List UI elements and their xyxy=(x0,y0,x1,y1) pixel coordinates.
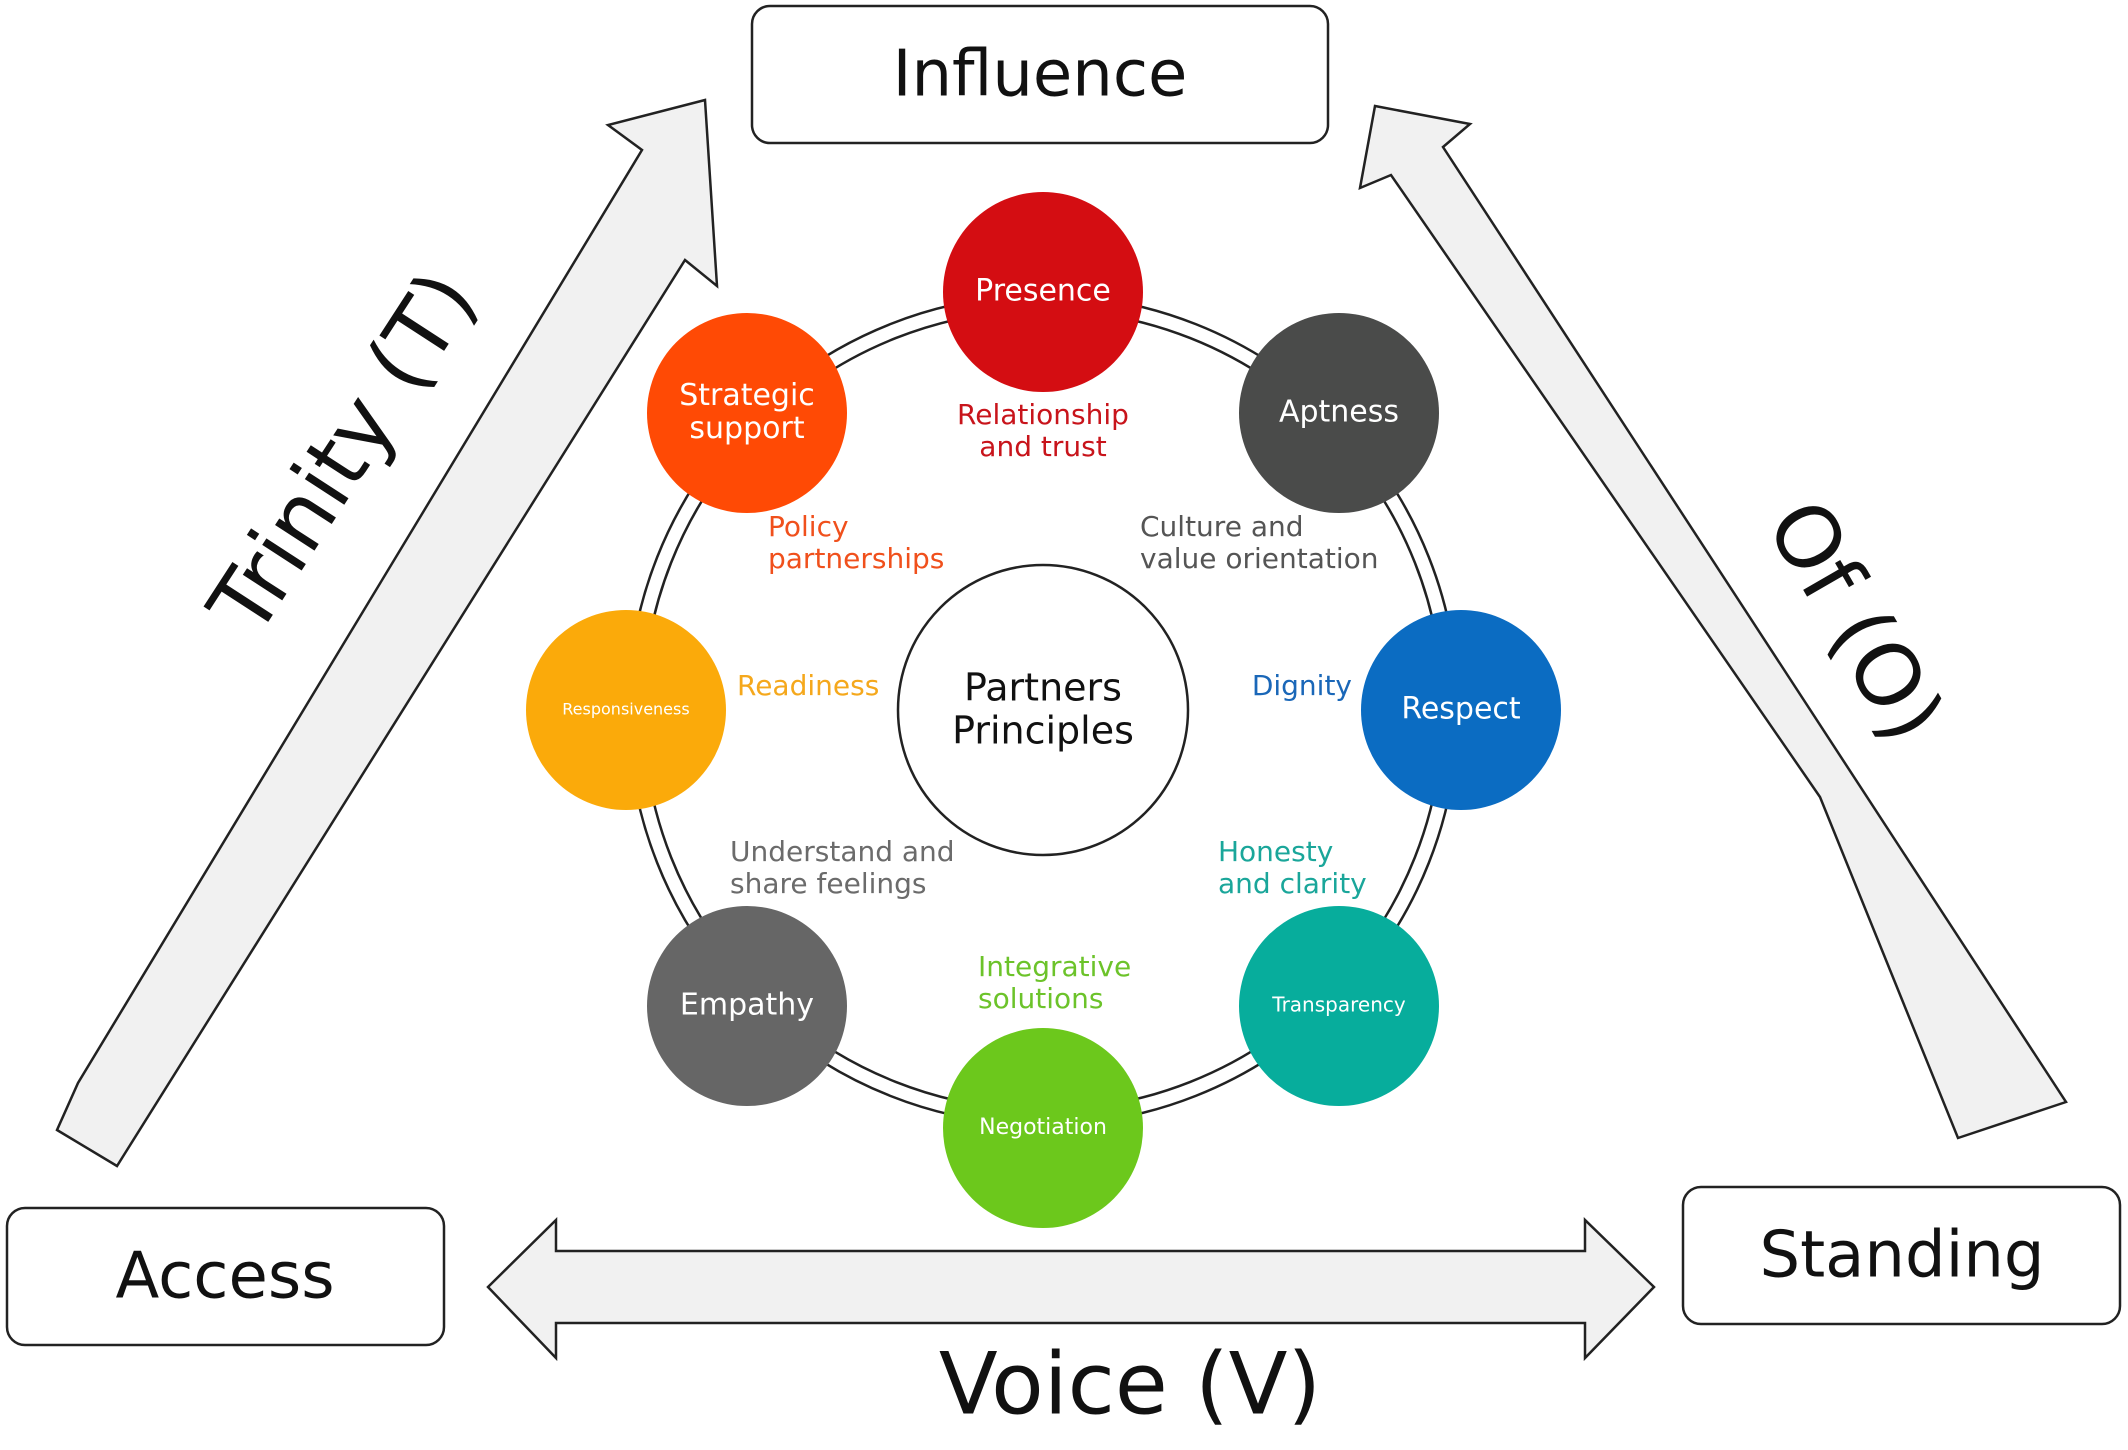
principle-description-transparency: and clarity xyxy=(1218,867,1367,900)
principle-circle-negotiation xyxy=(943,1028,1143,1228)
principle-description-responsiveness: Readiness xyxy=(737,669,879,702)
principle-label-empathy: Empathy xyxy=(680,988,814,1023)
principle-description-negotiation: solutions xyxy=(978,982,1103,1015)
principle-description-strategic-support: Policy xyxy=(768,510,849,543)
voice-label: Voice (V) xyxy=(939,1334,1321,1434)
center-circle xyxy=(896,563,1190,857)
principle-description-empathy: share feelings xyxy=(730,867,927,900)
principle-circle-strategic-support xyxy=(647,313,847,513)
influence-label: Influence xyxy=(893,38,1188,112)
principle-description-empathy: Understand and xyxy=(730,835,955,868)
principle-label-responsiveness: Responsiveness xyxy=(562,700,689,719)
principle-description-respect: Dignity xyxy=(1252,669,1352,702)
principle-description-aptness: value orientation xyxy=(1140,542,1379,575)
principle-description-aptness: Culture and xyxy=(1140,510,1304,543)
of-arrow xyxy=(1358,104,2068,1140)
principle-description-presence: and trust xyxy=(979,430,1106,463)
principle-description-transparency: Honesty xyxy=(1218,835,1333,868)
voice-arrow xyxy=(486,1217,1656,1362)
principle-label-aptness: Aptness xyxy=(1279,395,1399,430)
principle-circle-transparency xyxy=(1239,906,1439,1106)
center-line-1: Partners xyxy=(964,666,1122,710)
principle-label-respect: Respect xyxy=(1401,692,1521,727)
standing-label: Standing xyxy=(1759,1219,2044,1293)
principle-circle-aptness xyxy=(1239,313,1439,513)
principle-description-negotiation: Integrative xyxy=(978,950,1131,983)
principle-circle-responsiveness xyxy=(526,610,726,810)
access-label: Access xyxy=(115,1240,334,1314)
principle-circle-respect xyxy=(1361,610,1561,810)
principle-nodes: PresenceAptnessRespectTransparencyNegoti… xyxy=(526,192,1561,1228)
principle-circle-presence xyxy=(943,192,1143,392)
principle-circle-empathy xyxy=(647,906,847,1106)
principle-label-negotiation: Negotiation xyxy=(979,1115,1107,1140)
trinity-arrow xyxy=(55,98,719,1168)
standing-box xyxy=(1681,1185,2122,1326)
center-line-2: Principles xyxy=(952,709,1134,753)
principle-description-strategic-support: partnerships xyxy=(768,542,944,575)
principle-label-strategic-support: support xyxy=(689,411,804,446)
principle-label-presence: Presence xyxy=(975,274,1111,309)
principle-label-transparency: Transparency xyxy=(1271,993,1406,1017)
influence-box xyxy=(750,4,1330,145)
principle-label-strategic-support: Strategic xyxy=(679,378,815,413)
principle-description-presence: Relationship xyxy=(957,398,1129,431)
access-box xyxy=(5,1206,446,1347)
